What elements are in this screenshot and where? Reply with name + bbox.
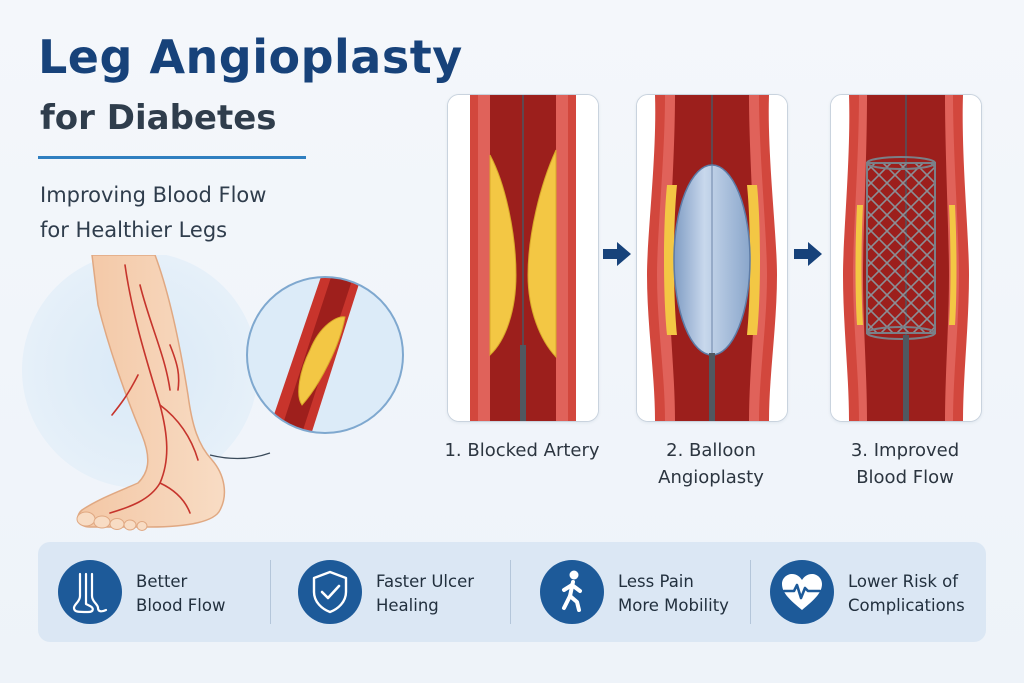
step-1-line-1: 1. Blocked Artery [444,440,600,461]
leg-illustration [20,252,420,545]
step-3-line-2: Blood Flow [856,467,954,488]
arrow-step-2-to-3 [792,238,824,270]
step-label-3: 3. Improved Blood Flow [810,437,1000,491]
page-subtitle: for Diabetes [40,98,277,138]
benefit-icon-circle [770,560,834,624]
step-label-1: 1. Blocked Artery [427,437,617,464]
panel-improved-flow [830,94,982,422]
catheter [520,345,526,421]
heart-pulse-icon [782,574,822,610]
shield-check-icon [312,570,348,614]
benefit-4-line-1: Lower Risk of [848,572,959,591]
step-label-2: 2. Balloon Angioplasty [616,437,806,491]
panel-blocked-artery [447,94,599,422]
arrow-right-icon [794,242,822,266]
benefit-1-line-2: Blood Flow [136,596,226,615]
benefit-3-line-2: More Mobility [618,596,729,615]
catheter [709,353,715,421]
benefit-text: Lower Risk of Complications [848,570,965,618]
benefit-text: Better Blood Flow [136,570,225,618]
benefit-divider [270,560,271,624]
plaque-left [489,154,517,357]
tagline-line-1: Improving Blood Flow [40,183,267,207]
leg-veins [109,264,199,514]
benefit-4-line-2: Complications [848,596,965,615]
benefit-text: Faster Ulcer Healing [376,570,474,618]
page-title: Leg Angioplasty [38,30,463,84]
benefit-lower-risk: Lower Risk of Complications [750,542,985,642]
step-2-line-1: 2. Balloon [666,440,756,461]
tagline: Improving Blood Flow for Healthier Legs [40,178,266,248]
benefit-icon-circle [58,560,122,624]
benefit-2-line-2: Healing [376,596,439,615]
benefit-2-line-1: Faster Ulcer [376,572,475,591]
benefit-3-line-1: Less Pain [618,572,694,591]
plaque-right [527,149,557,359]
zoom-connector [209,452,271,460]
benefit-ulcer-healing: Faster Ulcer Healing [278,542,513,642]
benefit-text: Less Pain More Mobility [618,570,729,618]
benefit-divider [750,560,751,624]
title-divider [38,156,306,159]
arrow-right-icon [603,242,631,266]
stent [866,156,936,340]
step-2-line-2: Angioplasty [658,467,764,488]
step-3-line-1: 3. Improved [850,440,960,461]
walking-person-icon [562,570,582,612]
toes [76,511,148,531]
leg-shape [77,254,226,528]
catheter [903,335,909,421]
benefit-divider [510,560,511,624]
feet-icon [72,572,108,614]
benefit-1-line-1: Better [136,572,188,591]
zoom-circle-ring [246,276,404,434]
benefit-blood-flow: Better Blood Flow [38,542,273,642]
tagline-line-2: for Healthier Legs [40,218,228,242]
panel-balloon-angioplasty [636,94,788,422]
benefit-mobility: Less Pain More Mobility [520,542,755,642]
benefit-icon-circle [298,560,362,624]
benefits-bar: Better Blood Flow Faster Ulcer Healing [38,542,986,642]
benefit-icon-circle [540,560,604,624]
arrow-step-1-to-2 [601,238,633,270]
